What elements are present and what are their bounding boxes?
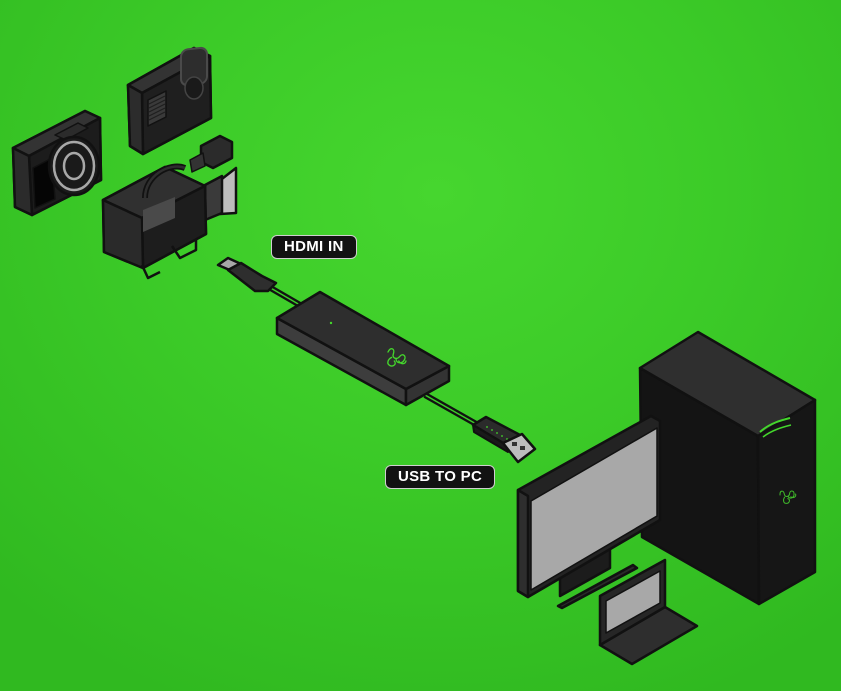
laptop-icon: [598, 558, 699, 666]
desktop-tower-icon: [638, 330, 817, 606]
compact-camera-icon: [11, 109, 103, 217]
hdmi-in-label: HDMI IN: [271, 235, 357, 259]
capture-card-icon: [275, 290, 451, 407]
monitor-icon: [516, 414, 662, 610]
camcorder-icon: [101, 134, 238, 280]
hdmi-cable: [216, 256, 302, 308]
usb-cable: [423, 392, 537, 464]
action-camera-icon: [126, 46, 213, 156]
usb-to-pc-label: USB TO PC: [385, 465, 496, 489]
